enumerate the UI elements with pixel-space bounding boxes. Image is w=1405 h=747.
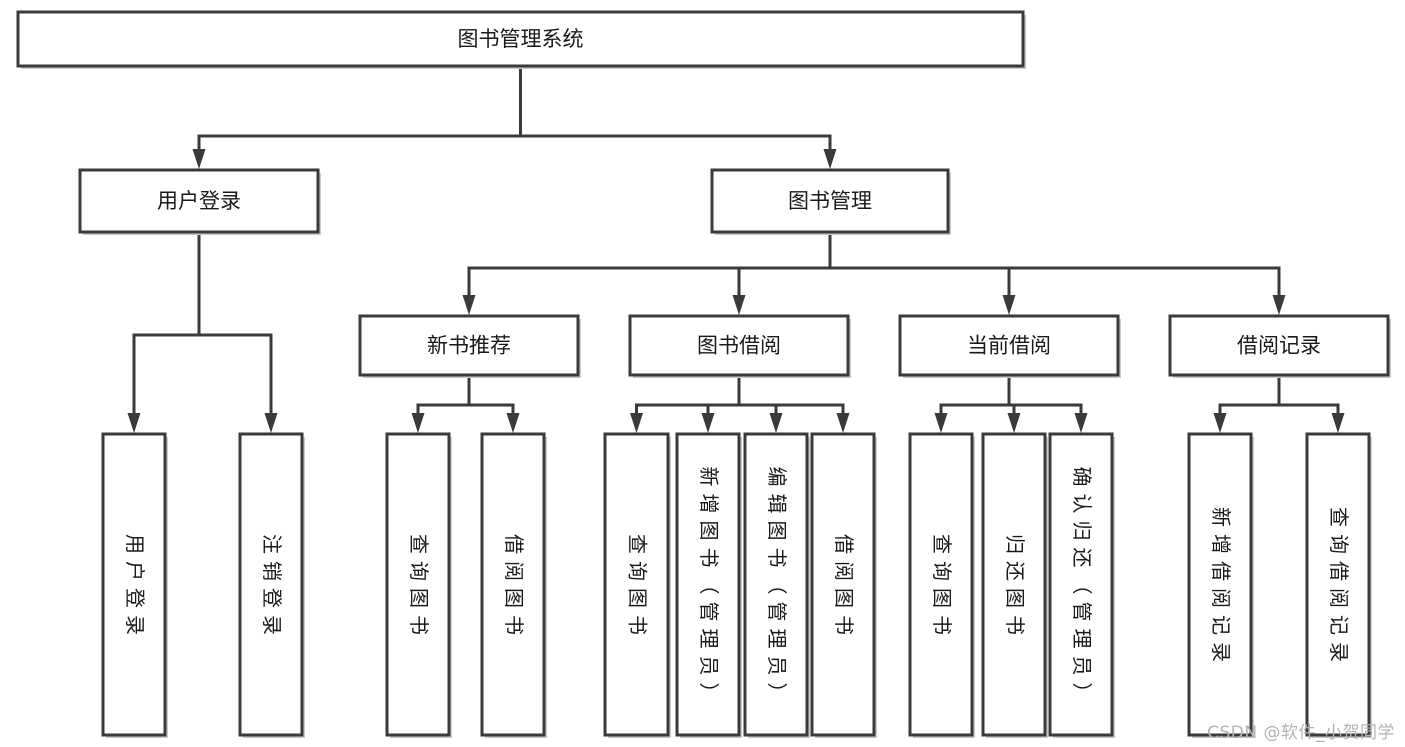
node-box[interactable] (1305, 432, 1371, 737)
node-box[interactable] (908, 432, 974, 737)
node-leaf-5[interactable]: 查询图书 (603, 432, 671, 738)
node-label: 注销登录 (261, 534, 285, 635)
node-box[interactable] (710, 168, 950, 234)
node-layer: 图书管理系统用户登录图书管理新书推荐图书借阅当前借阅借阅记录用户登录注销登录查询… (16, 10, 1391, 738)
node-box[interactable] (675, 432, 741, 737)
node-box[interactable] (16, 10, 1025, 68)
node-records[interactable]: 借阅记录 (1168, 314, 1391, 378)
edge-group-login (127, 230, 278, 433)
node-label: 图书管理 (788, 189, 872, 213)
node-label: 新增借阅记录 (1210, 507, 1234, 662)
node-label: 查询图书 (408, 534, 432, 635)
edge-group-current (934, 373, 1088, 433)
node-label: 借阅图书 (833, 534, 857, 635)
node-leaf-7[interactable]: 编辑图书（管理员） (743, 432, 810, 738)
node-label: 归还图书 (1004, 534, 1028, 635)
node-box[interactable] (743, 432, 809, 737)
node-leaf-3[interactable]: 查询图书 (385, 432, 452, 738)
node-box[interactable] (101, 432, 167, 737)
node-leaf-11[interactable]: 确认归还（管理员） (1048, 432, 1115, 738)
node-box[interactable] (603, 432, 670, 737)
node-label: 查询图书 (931, 534, 955, 635)
node-borrow[interactable]: 图书借阅 (628, 314, 851, 378)
node-label: 当前借阅 (967, 334, 1051, 358)
node-box[interactable] (981, 432, 1047, 737)
node-label: 借阅图书 (503, 534, 527, 635)
node-leaf-6[interactable]: 新增图书（管理员） (675, 432, 742, 738)
node-leaf-2[interactable]: 注销登录 (238, 432, 305, 738)
node-box[interactable] (358, 314, 580, 377)
node-leaf-1[interactable]: 用户登录 (101, 432, 168, 738)
node-box[interactable] (1048, 432, 1114, 737)
node-label: 查询借阅记录 (1328, 507, 1352, 662)
node-label: 查询图书 (626, 534, 650, 635)
edge-group-records (1213, 373, 1345, 433)
node-box[interactable] (628, 314, 850, 377)
node-leaf-12[interactable]: 新增借阅记录 (1187, 432, 1254, 738)
node-label: 编辑图书（管理员） (766, 467, 790, 703)
node-newrec[interactable]: 新书推荐 (358, 314, 581, 378)
node-root[interactable]: 图书管理系统 (16, 10, 1026, 69)
node-leaf-13[interactable]: 查询借阅记录 (1305, 432, 1372, 738)
node-box[interactable] (385, 432, 451, 737)
edge-group-root (192, 64, 837, 169)
edge-group-newrec (411, 373, 520, 433)
node-box[interactable] (78, 168, 320, 234)
node-label: 用户登录 (157, 189, 241, 213)
node-leaf-8[interactable]: 借阅图书 (810, 432, 877, 738)
node-bookmgmt[interactable]: 图书管理 (710, 168, 951, 235)
node-leaf-10[interactable]: 归还图书 (981, 432, 1048, 738)
node-box[interactable] (1168, 314, 1390, 377)
node-label: 新书推荐 (427, 334, 511, 358)
node-box[interactable] (480, 432, 546, 737)
edge-layer (127, 64, 1345, 433)
node-leaf-9[interactable]: 查询图书 (908, 432, 975, 738)
edge-group-bookmgmt (462, 230, 1286, 315)
edge-group-borrow (630, 373, 850, 433)
node-login[interactable]: 用户登录 (78, 168, 321, 235)
node-box[interactable] (1187, 432, 1253, 737)
node-label: 新增图书（管理员） (698, 467, 722, 703)
node-label: 用户登录 (124, 534, 148, 635)
node-current[interactable]: 当前借阅 (898, 314, 1121, 378)
node-leaf-4[interactable]: 借阅图书 (480, 432, 547, 738)
watermark-text: CSDN @软件_小贺同学 (1207, 723, 1395, 743)
node-box[interactable] (238, 432, 304, 737)
node-label: 确认归还（管理员） (1071, 467, 1095, 703)
node-label: 图书借阅 (697, 334, 781, 358)
node-box[interactable] (810, 432, 876, 737)
node-label: 借阅记录 (1237, 334, 1321, 358)
node-box[interactable] (898, 314, 1120, 377)
node-label: 图书管理系统 (458, 27, 584, 51)
